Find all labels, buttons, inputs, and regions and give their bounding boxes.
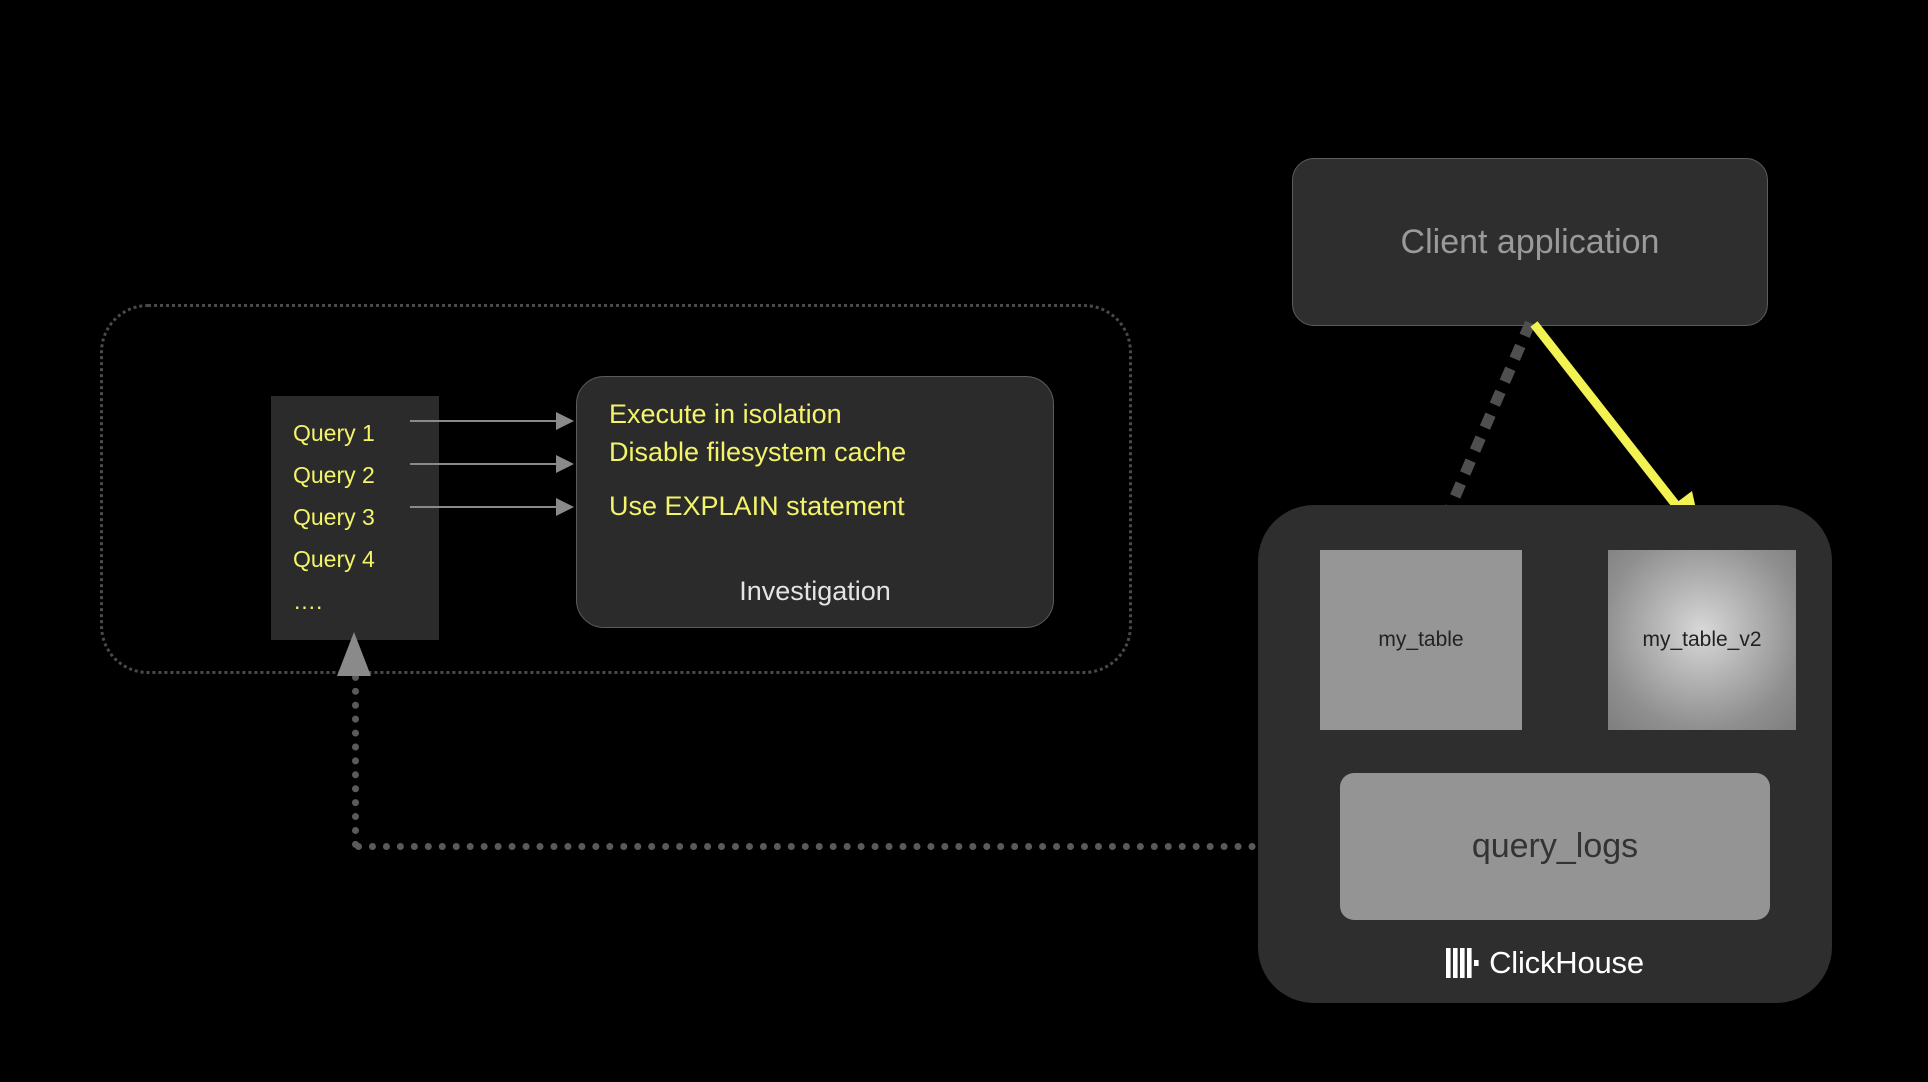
query-to-investigation-arrow-head-icon	[556, 455, 574, 473]
query-list-item: ….	[293, 588, 323, 614]
clickhouse-cluster-box: my_table my_table_v2 query_logs ClickHou…	[1258, 505, 1832, 1003]
query-logs-feedback-vertical-line	[352, 660, 359, 848]
query-list-item: Query 4	[293, 546, 375, 572]
investigation-zone	[100, 304, 1132, 674]
client-application-box: Client application	[1292, 158, 1768, 326]
query-to-investigation-arrow-head-icon	[556, 498, 574, 516]
query-to-investigation-arrow-line	[410, 506, 558, 508]
investigation-tip: Execute in isolation	[609, 399, 842, 429]
query-logs-feedback-arrow-head-icon	[337, 632, 371, 676]
table-query-logs-label: query_logs	[1471, 827, 1639, 865]
table-my-table-v2-label: my_table_v2	[1642, 628, 1762, 651]
query-to-investigation-arrow-line	[410, 463, 558, 465]
query-list-item: Query 3	[293, 504, 375, 530]
client-application-label: Client application	[1400, 222, 1660, 261]
table-query-logs: query_logs	[1340, 773, 1770, 920]
query-logs-feedback-horizontal-line	[355, 843, 1340, 850]
clickhouse-logo-icon	[1446, 948, 1479, 978]
table-my-table-label: my_table	[1378, 628, 1464, 651]
query-to-investigation-arrow-head-icon	[556, 412, 574, 430]
clickhouse-logo: ClickHouse	[1258, 945, 1832, 981]
table-my-table: my_table	[1320, 550, 1522, 730]
clickhouse-logo-text: ClickHouse	[1489, 945, 1644, 980]
query-list-item: Query 1	[293, 420, 375, 446]
query-to-investigation-arrow-line	[410, 420, 558, 422]
query-list-item: Query 2	[293, 462, 375, 488]
investigation-caption: Investigation	[739, 576, 891, 606]
investigation-tip: Use EXPLAIN statement	[609, 491, 905, 521]
investigation-tip: Disable filesystem cache	[609, 437, 907, 467]
table-my-table-v2: my_table_v2	[1608, 550, 1796, 730]
investigation-panel: Execute in isolation Disable filesystem …	[576, 376, 1054, 628]
query-list: Query 1 Query 2 Query 3 Query 4 ….	[271, 396, 439, 640]
